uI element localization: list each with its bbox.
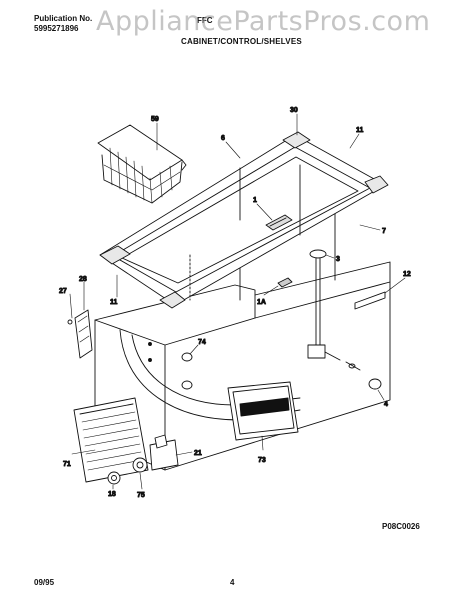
callout-59: 59 [151,116,159,123]
section-title: CABINET/CONTROL/SHELVES [181,37,302,46]
callout-30: 30 [290,107,298,114]
clip [277,277,293,288]
control-grille [73,397,179,483]
callout-6: 6 [221,135,225,142]
footer-date: 09/95 [34,578,55,587]
thermostat-knob [107,471,121,485]
callout-4: 4 [384,401,388,408]
callout-75: 75 [137,492,145,499]
hinge [67,309,93,359]
callout-73: 73 [258,457,266,464]
page-number: 4 [230,578,235,587]
figure-code: P08C0026 [382,522,420,531]
light-switch [265,214,293,231]
watermark: AppliancePartsPros.com [96,6,431,37]
leader-lines [69,113,406,490]
callout-71: 71 [63,461,71,468]
basket [97,124,187,204]
callout-18: 18 [108,491,116,498]
callout-74: 74 [198,339,206,346]
callout-1: 1 [253,197,257,204]
callout-1a: 1A [257,299,266,306]
callout-11-left: 11 [110,299,118,306]
grommets [148,342,193,390]
drain-parts [307,249,382,390]
side-vent [354,291,386,310]
callout-27: 27 [59,288,67,295]
nameplate [227,381,299,441]
callout-21: 21 [194,450,202,457]
publication-label: Publication No. [34,14,93,23]
publication-number: 5995271896 [34,24,79,33]
callout-11-top: 11 [356,127,364,134]
callout-7: 7 [382,228,386,235]
callout-28: 28 [79,276,87,283]
callout-3: 3 [336,256,340,263]
callout-12: 12 [403,271,411,278]
model-number: FFC [197,16,213,25]
lid-frame [99,131,389,309]
